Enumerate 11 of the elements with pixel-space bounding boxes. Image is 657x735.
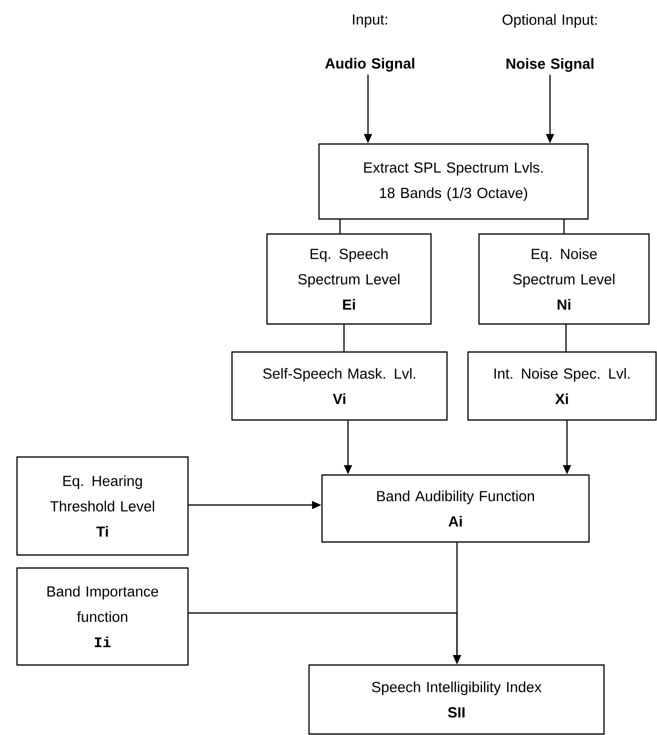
input-label: Optional Input: Noise Signal bbox=[502, 14, 597, 72]
process-box: Eq. Noise Spectrum Level Ni bbox=[478, 233, 650, 325]
output-box: Speech Intelligibility Index SII bbox=[308, 664, 605, 735]
process-box: Int. Noise Spec. Lvl. Xi bbox=[467, 351, 657, 421]
process-box: Band Audibility Function Ai bbox=[321, 474, 590, 543]
input-box: Band Importance function Ii bbox=[16, 567, 189, 666]
process-box: Extract SPL Spectrum Lvls. 18 Bands (1/3 Octave) bbox=[318, 143, 589, 220]
process-box: Self-Speech Mask. Lvl. Vi bbox=[231, 351, 448, 421]
input-label: Input: Audio Signal bbox=[325, 14, 414, 72]
process-box: Eq. Speech Spectrum Level Ei bbox=[266, 233, 432, 325]
input-box: Eq. Hearing Threshold Level Ti bbox=[16, 456, 189, 556]
